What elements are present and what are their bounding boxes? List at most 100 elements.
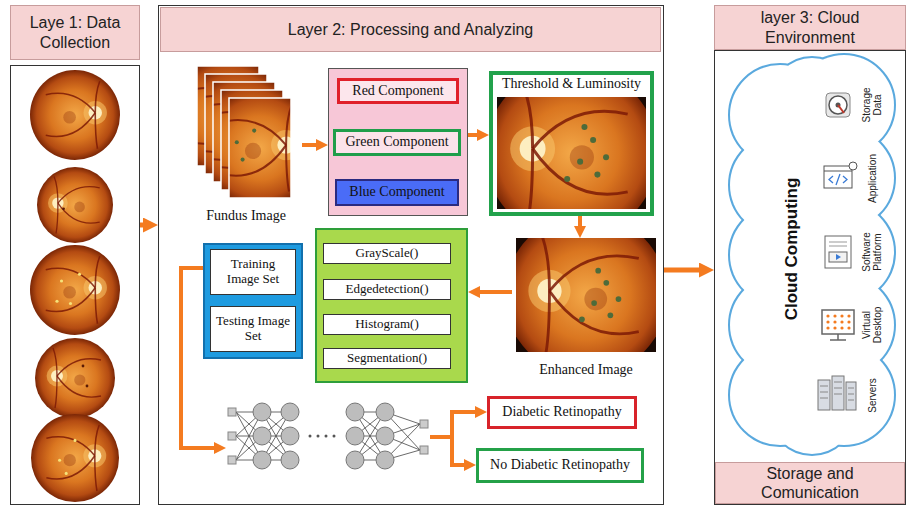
result-branch: [452, 437, 464, 465]
box-label: No Diabetic Retinopathy: [490, 457, 630, 473]
platform-icon: [829, 242, 847, 243]
blood-vessel: [58, 187, 100, 203]
desktop-icon: [830, 334, 846, 340]
optic-glow: [271, 130, 291, 160]
layer-panel: Layer 2: Processing and AnalyzingFundus …: [158, 5, 664, 505]
blood-vessel: [229, 145, 286, 176]
neuron: [253, 427, 271, 445]
blood-vessel: [46, 113, 96, 137]
result-box: No Diabetic Retinopathy: [476, 448, 644, 483]
box-label: Training Image Set: [213, 257, 293, 287]
neuron: [346, 427, 364, 445]
server-icon: [834, 388, 842, 389]
lesion-spot: [86, 385, 89, 388]
fundus-stack: [170, 58, 318, 206]
desktop-icon: [840, 314, 843, 317]
neuron: [376, 403, 394, 421]
lesion-spot: [60, 279, 63, 282]
lesion-spot: [241, 158, 245, 162]
flow-arrow: [302, 143, 316, 147]
box-label: Segmentation(): [347, 351, 427, 366]
lesion-spot: [82, 365, 85, 368]
image-set-box: Training Image Set: [210, 249, 296, 295]
neuron: [281, 403, 299, 421]
function-group: GrayScale()Edgedetection()Histogram()Seg…: [315, 228, 468, 383]
blood-vessel: [524, 97, 533, 149]
lesion-spot: [58, 459, 61, 462]
lesion-spot: [616, 296, 622, 302]
desktop-icon: [833, 326, 836, 329]
icon-caption: Servers: [867, 370, 878, 420]
neuron: [253, 451, 271, 469]
lesion-spot: [78, 273, 81, 276]
fundus-disc: [35, 338, 115, 418]
application-icon: [829, 174, 847, 185]
lesion-spot: [608, 312, 614, 318]
lesion-spot: [591, 300, 597, 306]
blood-vessel: [53, 348, 57, 376]
icon-caption: Storage Data: [861, 83, 883, 127]
channel-box: Red Component: [337, 78, 459, 104]
macula: [584, 288, 607, 311]
server-icon: [848, 400, 854, 401]
input-unit: [228, 456, 236, 464]
blood-vessel: [58, 203, 100, 223]
flow-arrow: [140, 223, 143, 228]
desktop-icon: [833, 314, 836, 317]
fundus-disc: [30, 245, 120, 335]
fundus-disc: [30, 70, 120, 160]
fundus-photo: [229, 98, 291, 198]
box-label: Edgedetection(): [345, 282, 428, 297]
blood-vessel: [541, 238, 549, 291]
neuron: [346, 403, 364, 421]
neuron: [253, 403, 271, 421]
cloud-bump-outline: [772, 58, 852, 138]
footer-label: Storage and Comunication: [746, 464, 874, 502]
macula: [64, 454, 76, 466]
ellipsis-dot: [333, 435, 336, 438]
cloud-icons: [818, 93, 857, 410]
icon-caption-holder: Servers: [832, 355, 909, 435]
ellipsis-dot: [325, 435, 328, 438]
neural-network: [228, 403, 428, 469]
platform-icon: [836, 254, 841, 260]
desktop-icon: [847, 314, 850, 317]
fundus-disc: [31, 414, 119, 502]
ellipsis-dot: [317, 435, 320, 438]
server-icon: [846, 382, 856, 410]
lesion-spot: [69, 302, 72, 305]
lesion-spot: [62, 207, 65, 210]
box-label: Testing Image Set: [213, 314, 293, 344]
channel-box: Blue Component: [335, 179, 459, 206]
layer-heading: Laye 1: Data Collection: [10, 5, 140, 60]
threshold-box: Threshold & Luminosity: [489, 71, 654, 216]
blood-vessel: [46, 93, 96, 112]
application-icon: [824, 171, 852, 172]
storage-icon: [829, 96, 847, 114]
icon-caption: Application: [867, 147, 878, 209]
input-unit: [228, 408, 236, 416]
neuron: [376, 427, 394, 445]
image-set-group: Training Image SetTesting Image Set: [203, 243, 303, 359]
platform-icon: [829, 246, 847, 247]
desktop-icon: [826, 320, 829, 323]
box-label: GrayScale(): [356, 246, 419, 261]
layer-heading: Layer 2: Processing and Analyzing: [160, 7, 661, 52]
channel-box: Green Component: [333, 129, 461, 156]
channel-group: Red ComponentGreen ComponentBlue Compone…: [328, 68, 468, 216]
platform-icon: [829, 252, 847, 262]
blood-vessel: [95, 456, 97, 491]
box-heading: Threshold & Luminosity: [493, 75, 650, 94]
server-icon: [832, 376, 844, 410]
desktop-icon: [847, 326, 850, 329]
icon-caption: Software Platform: [861, 227, 883, 277]
box-label: Diabetic Retinopathy: [502, 404, 621, 420]
footer-box: Storage and Comunication: [715, 462, 905, 504]
blood-vessel: [286, 145, 289, 191]
lesion-spot: [564, 176, 570, 182]
cloud-bump-outline: [770, 370, 854, 454]
box-label: Green Component: [345, 134, 448, 150]
icon-caption-holder: Storage Data: [832, 65, 909, 145]
cloud-title: Cloud Computing: [782, 178, 802, 321]
